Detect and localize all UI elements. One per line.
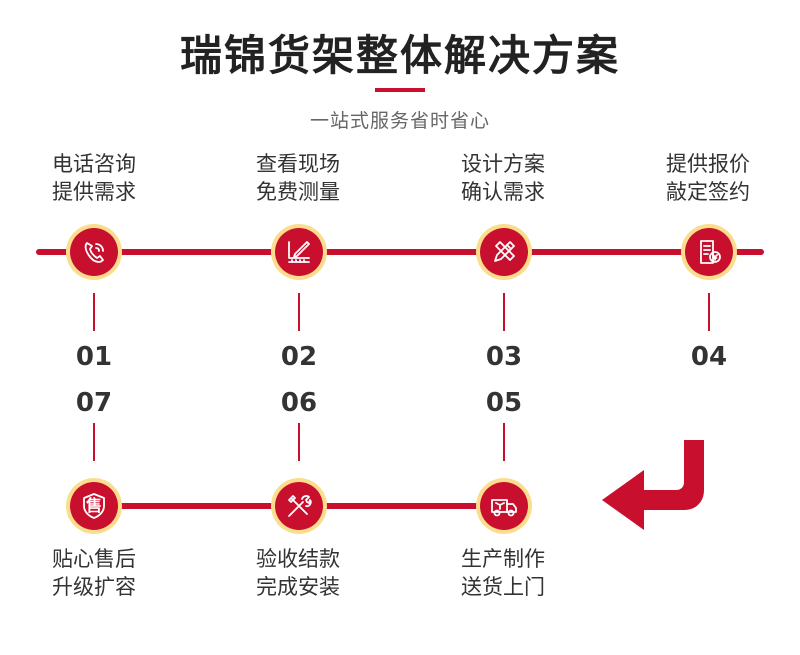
return-arrow-icon (602, 440, 704, 530)
truck-icon (491, 499, 517, 517)
connector-05 (503, 423, 505, 461)
step-01-number: 01 (75, 342, 113, 372)
step-07-node: 售 (66, 478, 122, 534)
step-05-node (476, 478, 532, 534)
quote-icon (700, 240, 721, 264)
step-01-node (66, 224, 122, 280)
svg-text:售: 售 (86, 496, 102, 515)
tools-icon (288, 495, 312, 517)
connector-06 (298, 423, 300, 461)
page-subtitle: 一站式服务省时省心 (309, 110, 490, 132)
step-07-label: 贴心售后 升级扩容 (52, 547, 136, 599)
step-02-label: 查看现场 免费测量 (256, 152, 340, 204)
phone-icon (84, 242, 104, 263)
connector-03 (503, 293, 505, 331)
step-07-number: 07 (75, 388, 113, 418)
connector-04 (708, 293, 710, 331)
step-03-node (476, 224, 532, 280)
after-sales-icon: 售 (83, 493, 105, 519)
step-02-node (271, 224, 327, 280)
connector-07 (93, 423, 95, 461)
step-05-number: 05 (485, 388, 523, 418)
design-icon (494, 241, 515, 262)
step-03-label: 设计方案 确认需求 (461, 152, 545, 204)
top-timeline (36, 249, 764, 255)
step-06-node (271, 478, 327, 534)
step-04-node (681, 224, 737, 280)
title-underline (375, 88, 425, 92)
step-06-number: 06 (280, 388, 318, 418)
step-04-number: 04 (690, 342, 728, 372)
step-02-number: 02 (280, 342, 318, 372)
step-03-number: 03 (485, 342, 523, 372)
measure-icon (288, 241, 310, 263)
step-05-label: 生产制作 送货上门 (461, 547, 545, 599)
connector-02 (298, 293, 300, 331)
step-01-label: 电话咨询 提供需求 (52, 152, 136, 204)
connector-01 (93, 293, 95, 331)
step-04-label: 提供报价 敲定签约 (666, 152, 750, 204)
step-06-label: 验收结款 完成安装 (256, 547, 340, 599)
page-title: 瑞锦货架整体解决方案 (179, 31, 620, 80)
